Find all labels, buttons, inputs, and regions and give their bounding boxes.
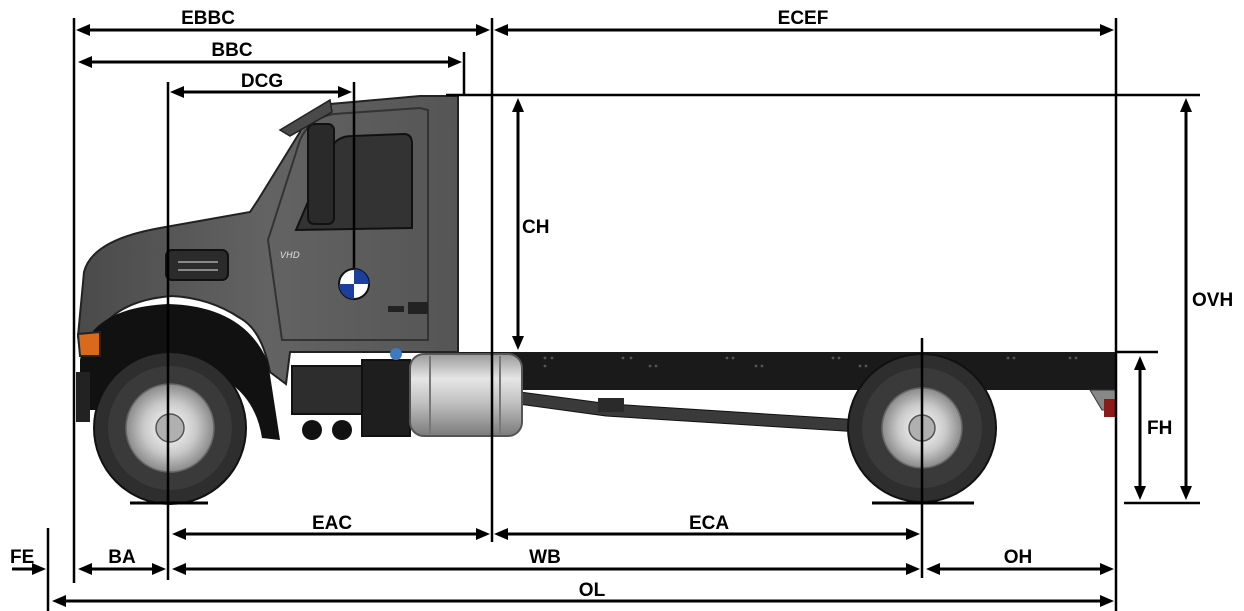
badge-text: VHD [280, 251, 300, 261]
cg-marker [338, 268, 370, 300]
dimension-lines [12, 24, 1192, 607]
mirror-arm [278, 98, 333, 137]
front-wheel [93, 351, 247, 505]
label-oh: OH [1004, 547, 1033, 568]
battery-panel [361, 359, 411, 437]
label-ebbc: EBBC [181, 8, 235, 29]
label-fh: FH [1147, 418, 1172, 439]
cap-blue [390, 348, 402, 360]
bumper [76, 372, 90, 422]
label-ba: BA [108, 547, 136, 568]
battery-box [291, 365, 363, 415]
dimension-labels: EBBC ECEF BBC DCG CH OVH FH EAC ECA FE B… [10, 8, 1233, 601]
label-fe: FE [10, 547, 34, 568]
truck: VHD [76, 95, 1117, 505]
label-eac: EAC [312, 513, 352, 534]
grille-slats [178, 261, 218, 271]
u-joint [598, 398, 624, 412]
cab-step [408, 302, 428, 314]
grille [165, 249, 229, 281]
label-ol: OL [579, 580, 606, 601]
mirror [307, 123, 335, 225]
headlight [76, 330, 101, 357]
label-bbc: BBC [211, 40, 252, 61]
frame-holes [543, 356, 1078, 368]
label-dcg: DCG [241, 71, 283, 92]
step-wheel-1 [302, 420, 322, 440]
drive-shaft [517, 391, 861, 433]
reference-lines [46, 18, 1200, 611]
tail-light [1104, 399, 1116, 417]
fuel-tank [409, 353, 523, 437]
label-wb: WB [529, 547, 561, 568]
door-handle [388, 306, 404, 312]
label-ovh: OVH [1192, 290, 1233, 311]
label-eca: ECA [689, 513, 729, 534]
step-wheel-2 [332, 420, 352, 440]
label-ecef: ECEF [778, 8, 829, 29]
label-ch: CH [522, 217, 549, 238]
front-fender [80, 304, 280, 440]
